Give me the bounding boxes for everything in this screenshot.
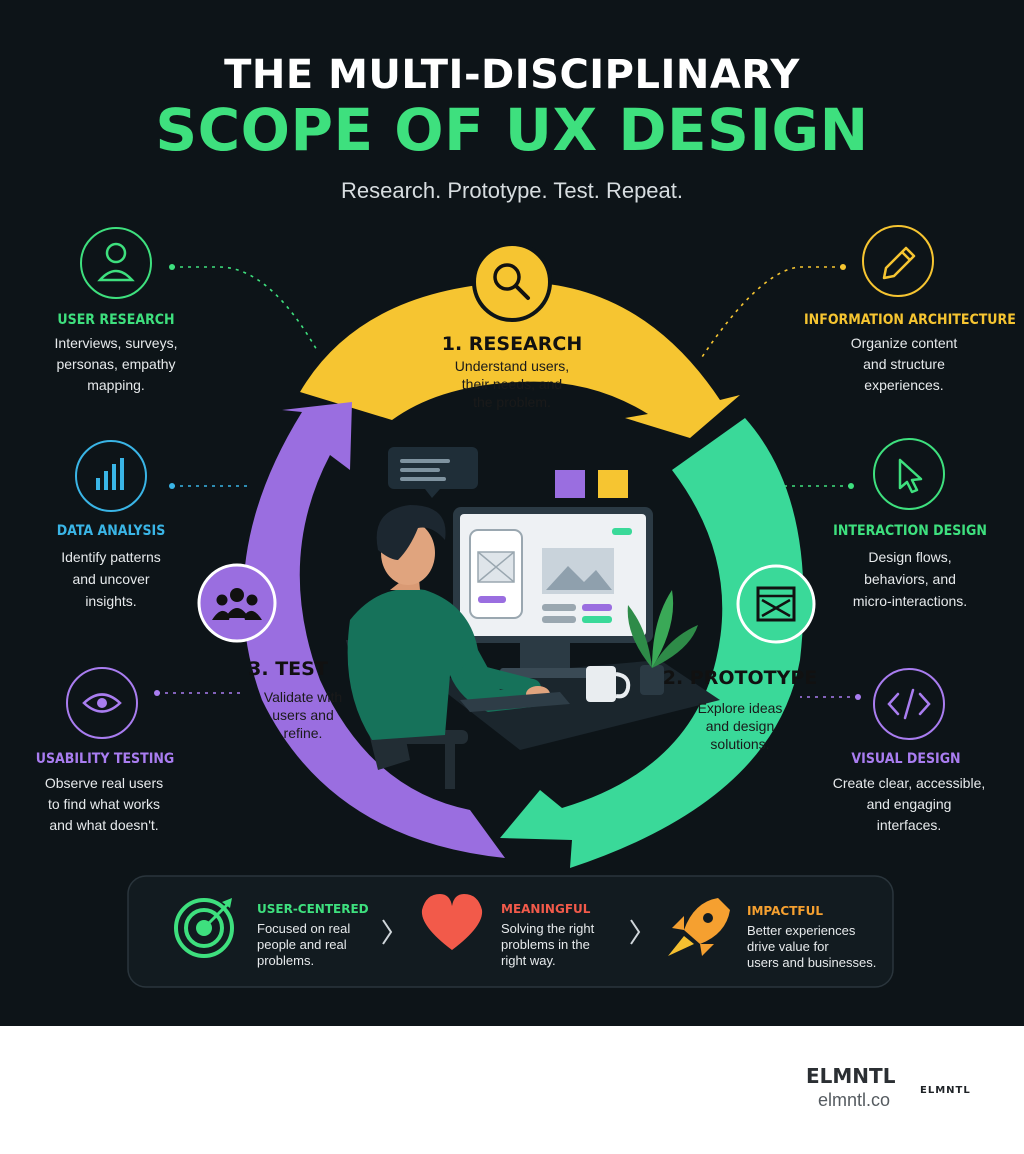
wireframe-icon <box>736 564 816 644</box>
chevron-right-icon <box>630 919 641 945</box>
usability-testing-desc: Observe real users to find what works an… <box>44 775 164 833</box>
interaction-design-desc: Design flows, behaviors, and micro-inter… <box>852 549 968 609</box>
infographic-poster: THE MULTI-DISCIPLINARY SCOPE OF UX DESIG… <box>0 0 1024 1026</box>
target-icon <box>174 898 234 958</box>
sticky-note-purple <box>555 470 585 498</box>
data-analysis-desc: Identify patterns and uncover insights. <box>61 549 161 609</box>
magnifier-icon <box>472 242 552 322</box>
information-architecture-title: INFORMATION ARCHITECTURE <box>804 312 1016 328</box>
test-title: 3. TEST <box>248 658 328 680</box>
user-research-title: USER RESEARCH <box>57 312 175 328</box>
test-arrow <box>243 402 505 858</box>
usability-testing-title: USABILITY TESTING <box>35 751 175 767</box>
data-analysis-title: DATA ANALYSIS <box>56 523 166 539</box>
information-architecture-desc: Organize content and structure experienc… <box>850 335 958 393</box>
title-line-1: THE MULTI-DISCIPLINARY <box>224 52 800 98</box>
test-desc: Validate with users and refine. <box>263 689 343 741</box>
impactful-title: IMPACTFUL <box>747 904 823 918</box>
heart-icon <box>421 894 483 950</box>
research-arrow <box>300 281 740 438</box>
values-panel <box>127 875 894 988</box>
user-research-desc: Interviews, surveys, personas, empathy m… <box>54 335 178 393</box>
bar-chart-icon <box>75 440 147 512</box>
designer-illustration <box>346 447 720 789</box>
title-line-2: SCOPE OF UX DESIGN <box>155 96 869 164</box>
visual-design-title: VISUAL DESIGN <box>851 751 961 767</box>
sticky-note-yellow <box>598 470 628 498</box>
user-centered-title: USER-CENTERED <box>257 902 369 916</box>
connector-user-research <box>172 266 319 353</box>
visual-design-desc: Create clear, accessible, and engaging i… <box>832 775 986 833</box>
chevron-right-icon <box>382 919 393 945</box>
research-title: 1. RESEARCH <box>441 333 583 355</box>
brand-name: ELMNTL <box>806 1064 896 1088</box>
brand-url[interactable]: elmntl.co <box>818 1090 891 1110</box>
meaningful-desc: Solving the right problems in the right … <box>501 921 595 968</box>
impactful-desc: Better experiences drive value for users… <box>747 923 877 970</box>
dashed-connectors <box>154 264 861 700</box>
rocket-icon <box>668 898 730 956</box>
prototype-title: 2. PROTOTYPE <box>662 667 818 689</box>
connector-information-architecture <box>699 266 843 361</box>
prototype-arrow <box>500 418 804 868</box>
code-icon <box>873 668 945 740</box>
user-icon <box>80 227 152 299</box>
footer: ELMNTL elmntl.co ELMNTL <box>0 1026 1024 1154</box>
research-desc: Understand users, their needs, and the p… <box>454 358 570 410</box>
user-centered-desc: Focused on real people and real problems… <box>257 921 351 968</box>
brand-logo: ELMNTL <box>920 1085 971 1096</box>
users-group-icon <box>197 563 277 643</box>
eye-icon <box>66 667 138 739</box>
pencil-icon <box>862 225 934 297</box>
coffee-mug <box>586 666 616 702</box>
prototype-desc: Explore ideas and design solutions. <box>697 700 783 752</box>
ux-cycle-diagram <box>66 225 945 988</box>
cursor-icon <box>873 438 945 510</box>
subtitle: Research. Prototype. Test. Repeat. <box>341 178 683 203</box>
interaction-design-title: INTERACTION DESIGN <box>833 523 987 539</box>
meaningful-title: MEANINGFUL <box>501 902 591 916</box>
